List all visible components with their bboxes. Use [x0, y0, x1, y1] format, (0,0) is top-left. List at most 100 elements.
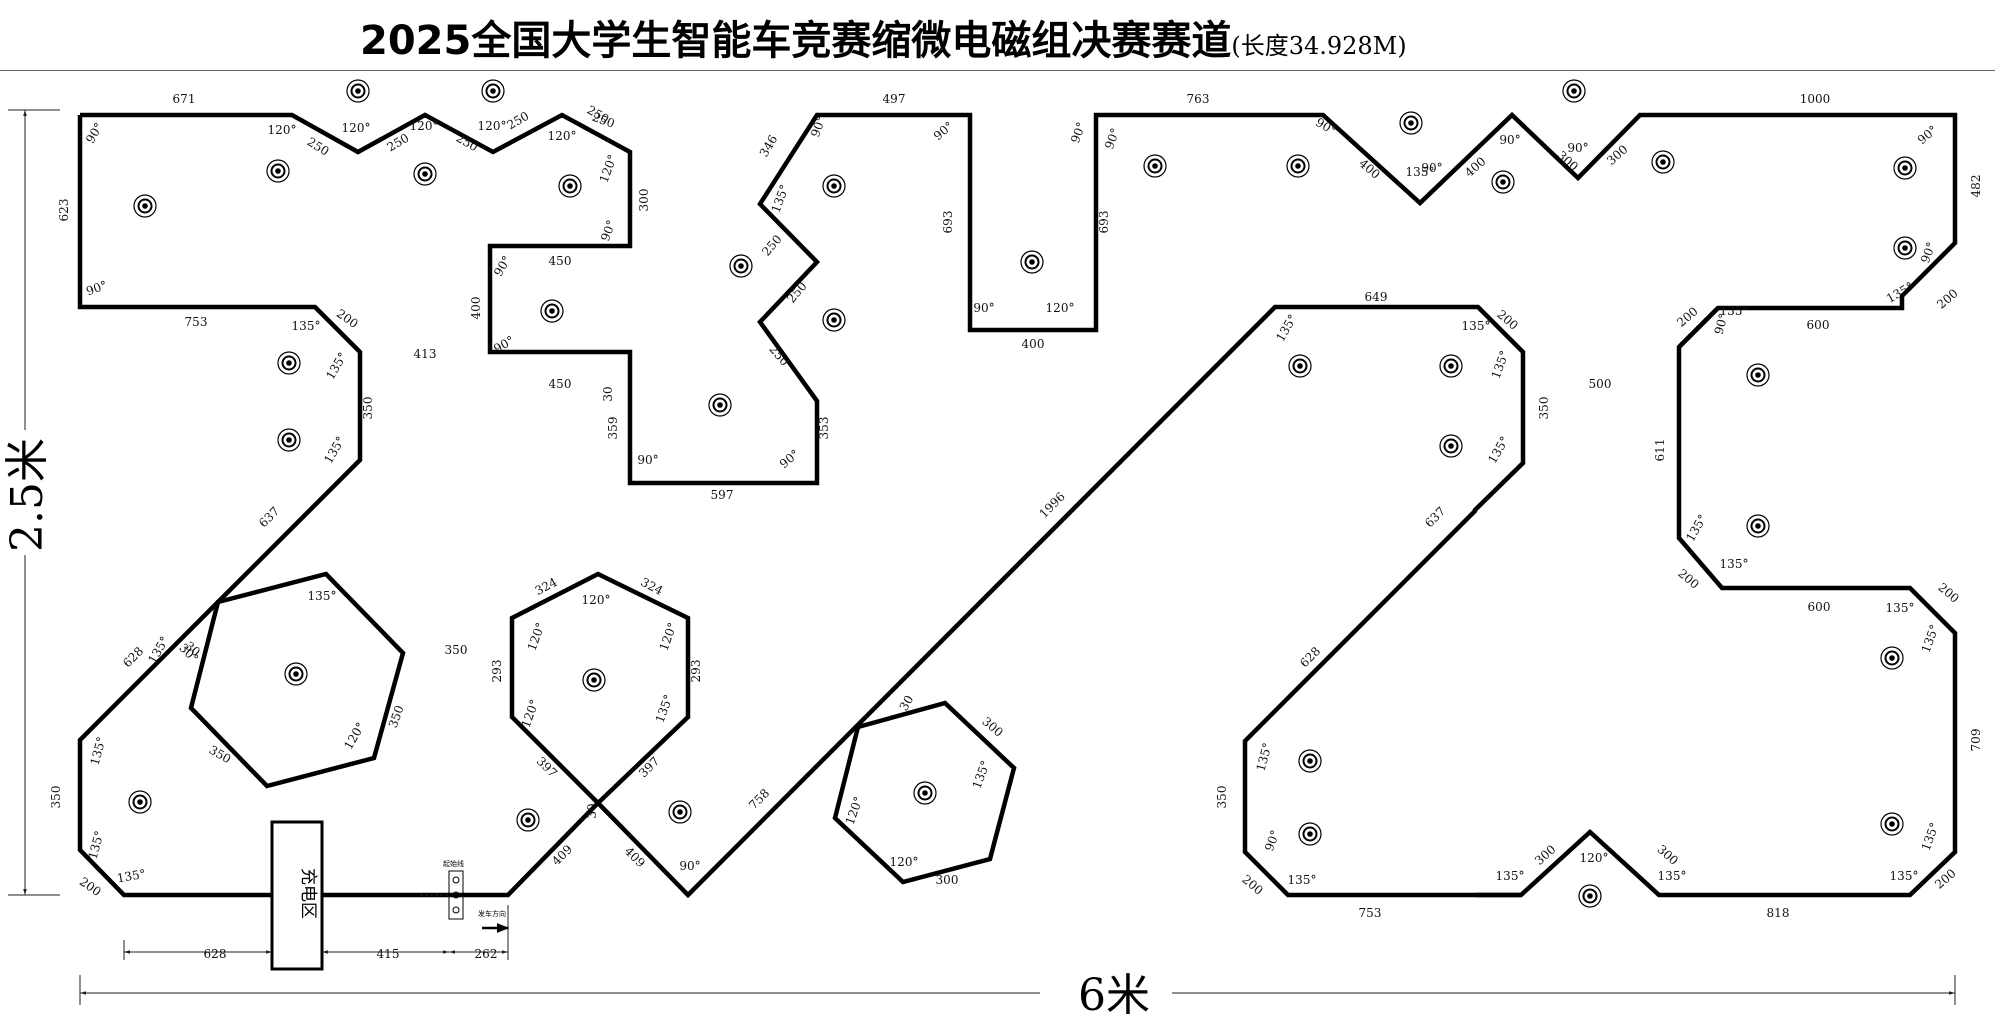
- dimension-label: 600: [1807, 318, 1830, 332]
- angle-label: 135°: [1919, 623, 1942, 655]
- target-marker: [1298, 822, 1322, 846]
- dimension-label: 637: [256, 504, 282, 530]
- dimension-label: 637: [1422, 504, 1448, 530]
- angle-label: 90°: [1712, 312, 1731, 336]
- target-marker: [540, 299, 564, 323]
- target-marker: [277, 428, 301, 452]
- angle-label: 90°: [1262, 828, 1282, 853]
- target-marker: [558, 174, 582, 198]
- hexagon-island-bottom: [832, 700, 1017, 885]
- angle-label: 135°: [88, 735, 109, 767]
- dimension-label: 200: [77, 874, 104, 899]
- overall-width-dimension: 6米: [79, 970, 1956, 1021]
- angle-label: 90°: [973, 301, 994, 315]
- angle-label: 135°: [308, 589, 337, 603]
- target-marker: [1288, 354, 1312, 378]
- bottom-dimension-lines: [123, 905, 509, 960]
- dimension-label: 597: [711, 488, 734, 502]
- track-segment-right-column: [1677, 306, 1720, 349]
- title-bar: 2025全国大学生智能车竞赛缩微电磁组决赛赛道(长度34.928M): [0, 0, 1995, 71]
- angle-label: 120°: [268, 123, 297, 137]
- angle-label: 120°: [341, 720, 368, 752]
- angle-label: 120°: [410, 119, 439, 133]
- target-marker: [481, 79, 505, 103]
- target-marker: [822, 308, 846, 332]
- track-layout: [77, 111, 1958, 899]
- angle-label: 90°: [1499, 133, 1520, 147]
- angle-label: 120°: [1046, 301, 1075, 315]
- angle-label: 135°: [1254, 741, 1275, 773]
- target-marker: [1298, 749, 1322, 773]
- angle-label: 135°: [1273, 312, 1300, 344]
- angle-label: 135°: [1919, 821, 1942, 853]
- launch-direction-label: 发车方向: [478, 909, 506, 918]
- angle-label: 135°: [1462, 319, 1491, 333]
- charging-area: 充电区: [270, 820, 324, 971]
- target-marker: [822, 174, 846, 198]
- dimension-label: 497: [883, 92, 906, 106]
- target-marker: [708, 393, 732, 417]
- angle-label: 135°: [1720, 304, 1749, 318]
- angle-label: 90°: [83, 120, 106, 145]
- track-segment-left-loop: [77, 115, 363, 898]
- dimension-label: 250: [759, 232, 784, 259]
- angle-label: 120°: [478, 119, 507, 133]
- dimension-label: 200: [1674, 304, 1701, 329]
- target-marker: [1399, 111, 1423, 135]
- target-marker: [1746, 514, 1770, 538]
- target-marker: [1651, 150, 1675, 174]
- angle-label: 90°: [637, 453, 658, 467]
- track-length-note: (长度34.928M): [1231, 32, 1407, 60]
- angle-label: 120°: [1580, 851, 1609, 865]
- target-marker: [413, 162, 437, 186]
- dimension-label: 397: [636, 754, 662, 780]
- dimension-label: 400: [1356, 156, 1383, 181]
- angle-label: 90°: [808, 114, 828, 139]
- dimension-label: 350: [1215, 786, 1229, 809]
- title-text: 2025全国大学生智能车竞赛缩微电磁组决赛赛道: [360, 18, 1232, 64]
- dimension-label: 30: [601, 386, 615, 401]
- dimension-label: 300: [637, 189, 651, 212]
- dimension-label: 709: [1969, 729, 1983, 752]
- angle-label: 120°: [657, 621, 680, 653]
- angle-label: 90°: [598, 218, 618, 243]
- overall-height-dimension: 2.5米: [2, 109, 60, 896]
- dimension-label: 30: [897, 693, 917, 713]
- dimension-label: 413: [414, 347, 437, 361]
- angle-label: 90°: [491, 253, 514, 278]
- dimension-label: 293: [490, 660, 504, 683]
- angle-label: 135°: [321, 434, 348, 466]
- angle-label: 90°: [777, 447, 802, 471]
- angle-label: 135°: [116, 867, 147, 886]
- angle-label: 90°: [679, 859, 700, 873]
- overall-height-label: 2.5米: [2, 438, 53, 552]
- angle-label: 90°: [1068, 120, 1088, 145]
- angle-label: 90°: [1102, 126, 1122, 151]
- angle-label: 90°: [1421, 161, 1442, 175]
- angle-label: 135°: [1658, 869, 1687, 883]
- hexagon-island-left: [188, 571, 406, 789]
- dimension-label: 200: [1935, 580, 1962, 605]
- dimension-label: 250: [454, 131, 481, 155]
- angle-label: 120°: [582, 593, 611, 607]
- dimension-label: 250: [784, 279, 809, 306]
- dimension-label: 753: [185, 315, 208, 329]
- target-marker: [1578, 884, 1602, 908]
- target-marker: [284, 662, 308, 686]
- start-line-label: 起始线: [443, 859, 464, 868]
- dimension-label: 763: [1187, 92, 1210, 106]
- angle-label: 135°: [323, 350, 350, 382]
- angle-label: 135°: [292, 319, 321, 333]
- target-marker: [1143, 154, 1167, 178]
- angle-label: 120°: [890, 855, 919, 869]
- dimension-label: 350: [445, 643, 468, 657]
- target-marker: [1439, 434, 1463, 458]
- dimension-label: 611: [1653, 439, 1667, 462]
- target-marker: [516, 808, 540, 832]
- dimension-label: 262: [475, 947, 498, 961]
- dimension-label: 300: [936, 873, 959, 887]
- dimension-label: 300: [1654, 842, 1680, 868]
- angle-label: 135°: [1496, 869, 1525, 883]
- dimension-label: 400: [469, 297, 483, 320]
- dimension-label: 353: [817, 417, 831, 440]
